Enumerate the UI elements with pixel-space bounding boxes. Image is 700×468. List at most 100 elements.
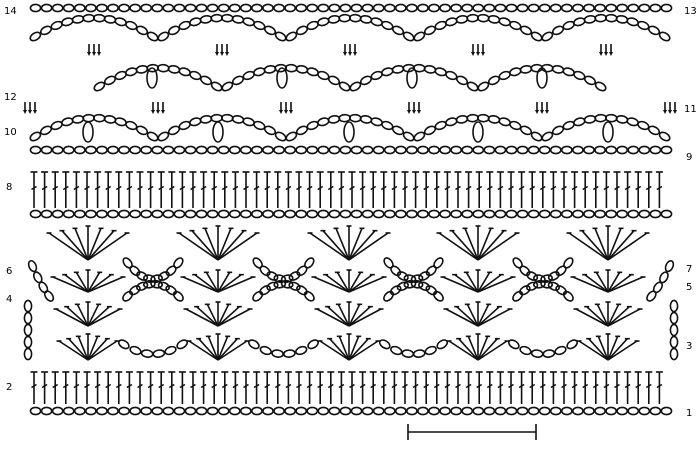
chain-stitch [516,406,529,416]
double-crochet-stitch [507,371,515,404]
chain-stitch [339,3,352,13]
double-crochet-stitch [539,171,547,208]
double-crochet-stitch [645,171,653,208]
chain-stitch [405,209,418,219]
slip-arrow [225,52,229,56]
chain-stitch [217,406,230,416]
slip-marks [663,102,677,114]
chain-stitch [114,117,127,127]
chain-stitch [583,145,595,155]
stitch-cross [62,185,69,191]
chain-stitch [658,31,671,42]
chain-stitch [339,145,352,155]
stitch-cross [168,185,175,191]
chain-stitch [370,17,383,27]
chain-stitch [455,114,469,124]
stitch-cross [465,185,472,191]
chain-stitch [263,125,277,136]
chain-stitch [669,299,679,313]
chain-stitch [266,281,279,291]
chain-stitch [494,209,507,219]
chain-stitch [669,311,679,325]
stitch-cross [529,383,536,389]
fan-stitch [217,232,258,261]
chain-stitch [92,13,106,23]
chain-stitch [604,113,618,123]
double-crochet-stitch [306,371,314,404]
fan-stitch [198,338,219,361]
stitch-cross [264,383,271,389]
slip-arrow [348,52,352,56]
fan-stitch [581,230,609,261]
fan-stitch [607,228,622,261]
fan-shell-1-1 [56,333,120,361]
chain-stitch [615,114,629,124]
chain-stitch [402,131,415,142]
double-crochet-stitch [221,171,229,208]
chain-stitch [494,3,507,13]
arch-row-1 [285,113,415,142]
double-crochet-stitch [507,171,515,208]
fan-stitch [87,303,100,327]
slip-marks [87,44,101,56]
chain-stitch [173,257,184,269]
chain-stitch [461,3,474,13]
stitch-cross [232,185,239,191]
double-crochet-stitch [316,171,324,208]
fan-stitch [217,336,229,361]
chain-stitch [594,81,607,92]
chain-stitch [660,145,673,155]
stitch-cross [539,185,546,191]
chain-stitch [549,406,562,416]
double-crochet-stitch [571,171,579,208]
fan-stitch [438,232,479,261]
slip-marks [471,44,485,56]
chain-stitch [189,70,202,81]
fan-stitch [322,230,350,261]
stitch-cross [391,383,398,389]
fan-shell-5-2 [573,301,643,327]
double-crochet-stitch [433,171,441,208]
edge-chain-left-vertical [23,299,33,361]
chain-stitch [381,20,394,31]
double-crochet-stitch [316,371,324,404]
stitch-cross [508,185,514,191]
chain-stitch [280,279,294,289]
chain-stitch [274,31,287,42]
chain-stitch [372,3,385,13]
stitch-cross [211,383,218,389]
stitch-cross [539,383,546,389]
chain-stitch [583,14,597,24]
trellis-chain [252,279,315,302]
chain-stitch [487,14,501,24]
double-crochet-stitch [348,371,356,404]
chain-stitch [162,406,175,416]
double-crochet-stitch [369,371,377,404]
chain-stitch [146,131,159,142]
chain-stitch [383,145,396,155]
stitch-cross [412,383,419,389]
chain-stitch [173,209,186,219]
double-crochet-stitch [645,371,653,404]
chain-stitch [540,274,553,284]
stitch-cross [296,383,302,389]
stitch-cross [274,185,281,191]
slip-arrow [353,52,357,56]
chain-stitch [509,120,522,131]
fan-stitch [477,336,489,361]
chain-stitch [140,209,153,219]
chain-stitch [445,70,458,81]
chain-stitch [583,114,597,124]
left-row-numbers: 14 12 10 8 6 4 2 [4,6,17,393]
fan-stitch [182,276,219,293]
fan-stitch [309,232,350,261]
chain-stitch [638,3,651,13]
chain-stitch [242,117,255,127]
double-crochet-stitch [454,171,462,208]
fan-stitch [327,306,350,327]
fan-stitch [204,228,219,261]
chain-stitch [428,145,440,155]
double-crochet-stitch [94,171,102,208]
fan-stitch [337,303,350,327]
fan-stitch [336,271,350,293]
